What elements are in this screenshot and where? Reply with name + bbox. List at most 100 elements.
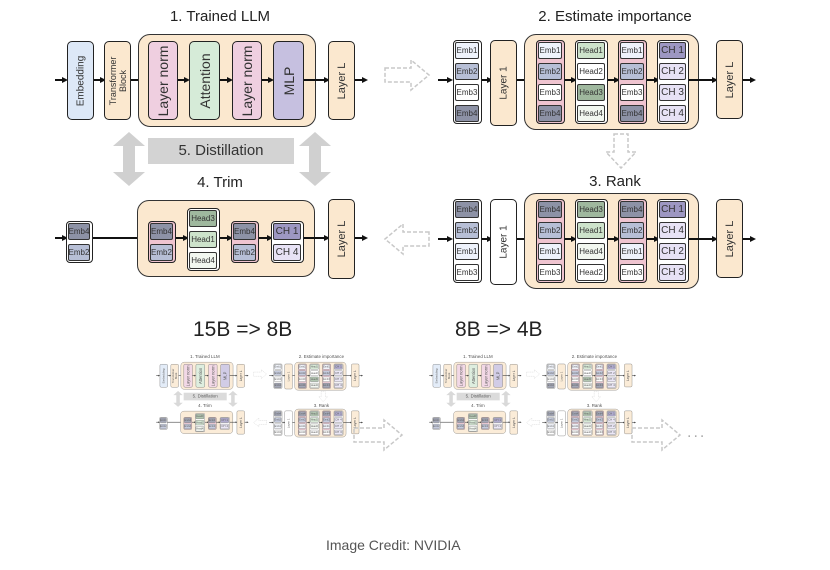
- mini2-s3-in-arrowhead-icon: [544, 421, 547, 424]
- iteration-1-label: 15B => 8B: [193, 318, 293, 341]
- mini1-s3-emb-column-cell: Emb2: [274, 417, 282, 423]
- s3-emb-inner-2-cell: Emb1: [620, 243, 644, 260]
- s3-heads-cell: Head2: [577, 264, 605, 281]
- s3-emb-inner-2-cell: Emb4: [620, 201, 644, 218]
- mini1-s3-heads-cell: Head3: [310, 411, 319, 417]
- s4-channels-cell: CH 1: [273, 223, 301, 240]
- mini2-s2-emb-column-cell: Emb3: [547, 376, 555, 382]
- s2-a3-line: [565, 79, 572, 81]
- s3-emb-inner-1-cell: Emb1: [538, 243, 562, 260]
- s3-emb-inner-2-cell: Emb2: [620, 222, 644, 239]
- mini2-s4-a4-arrowhead-icon: [491, 421, 494, 423]
- mini2-layer-l-block: Layer L: [509, 364, 518, 388]
- iteration-dashed-arrow-1-icon: [353, 418, 404, 452]
- mini1-s3-channels-cell: CH 3: [334, 429, 343, 435]
- mini2-s2-emb-inner-2-cell: Emb2: [595, 370, 603, 376]
- mini1-distillation-label: 5. Distillation: [192, 393, 218, 399]
- mini2-s3-a4-arrowhead-icon: [594, 421, 596, 424]
- s2-emb-inner-1-cell: Emb4: [538, 105, 562, 122]
- mini2-s2-layer-l-label: Layer L: [626, 370, 630, 381]
- mini2-s2-emb-inner-2-cell: Emb3: [595, 376, 603, 382]
- mini2-s4-emb-inner-2-cell: Emb4: [481, 417, 489, 423]
- step2-title: 2. Estimate importance: [538, 8, 692, 25]
- s3-emb-inner-2-cell: Emb3: [620, 264, 644, 281]
- mini1-s2-layer-l-label: Layer L: [353, 370, 357, 381]
- mini2-s1-in-arrowhead-icon: [431, 374, 434, 377]
- mini2-s3-heads-cell: Head4: [583, 423, 592, 429]
- mini2-s2-heads-cell: Head3: [583, 376, 592, 382]
- mini2-s3-emb-inner-1-cell: Emb3: [571, 429, 579, 435]
- mini1-s2-emb-inner-1-cell: Emb1: [298, 364, 306, 370]
- mini1-s2-emb-inner-2-cell: Emb2: [322, 370, 330, 376]
- s1-out-line: [355, 79, 363, 81]
- s3-emb-inner-1-cell: Emb3: [538, 264, 562, 281]
- s3-a4-line: [608, 238, 615, 240]
- mini1-s3-channels-cell: CH 1: [334, 411, 343, 417]
- mini1-s2-a4-arrowhead-icon: [321, 374, 323, 377]
- mini1-layer-norm-2: Layer norm: [208, 364, 218, 388]
- dashed-arrow-left-icon: [383, 222, 430, 256]
- mini2-step3-title: 3. Rank: [586, 403, 603, 409]
- mini2-s2-emb-inner-2-cell: Emb4: [595, 382, 603, 388]
- mini1-layer-norm-1: Layer norm: [183, 364, 193, 388]
- mini1-s3-emb-inner-1-cell: Emb1: [298, 423, 306, 429]
- s3-emb-column-cell: Emb2: [455, 222, 479, 239]
- attention-block: Attention: [189, 41, 220, 120]
- mini1-s3-emb-column-cell: Emb4: [274, 411, 282, 417]
- mini1-embedding-block-label: Embedding: [162, 368, 166, 384]
- s2-layer-1-label: Layer 1: [498, 66, 509, 100]
- mini1-s2-channels-cell: CH 4: [334, 382, 343, 388]
- mini1-s2-in-arrowhead-icon: [271, 374, 274, 377]
- layer-l-block-label: Layer L: [335, 62, 348, 99]
- mini1-s1-out-arrowhead-icon: [246, 374, 249, 377]
- mini2-s2-emb-inner-1-cell: Emb3: [571, 376, 579, 382]
- s2-out-line: [743, 79, 751, 81]
- mini2-s4-layer-l: Layer L: [509, 410, 518, 435]
- s4-a4-arrowhead-icon: [267, 234, 273, 241]
- mini2-dashed-arrow-down-icon: [591, 391, 602, 404]
- s3-emb-column-cell: Emb3: [455, 264, 479, 281]
- mini2-s2-channels-cell: CH 3: [607, 376, 616, 382]
- mini1-s3-channels-cell: CH 4: [334, 417, 343, 423]
- mini2-layer-norm-1-label: Layer norm: [458, 365, 464, 387]
- s2-heads-cell: Head2: [577, 63, 605, 80]
- mini2-transformer-block-label: Transformer Block: [444, 368, 451, 383]
- mini2-s2-channels-cell: CH 4: [607, 382, 616, 388]
- mini2-distillation-double-arrow-right-icon: [501, 390, 511, 408]
- mini1-distillation-double-arrow-right-icon: [228, 390, 238, 408]
- mini1-s3-layer-1-label: Layer 1: [286, 418, 291, 429]
- mini2-step1-title: 1. Trained LLM: [463, 354, 493, 360]
- step3-title: 3. Rank: [589, 173, 641, 190]
- mini1-s3-heads-cell: Head4: [310, 423, 319, 429]
- mini2-s2-layer-1: Layer 1: [557, 363, 566, 390]
- mini1-s3-emb-inner-2-cell: Emb4: [322, 411, 330, 417]
- mini2-s3-emb-column-cell: Emb2: [547, 417, 555, 423]
- mini1-s3-emb-inner-2-cell: Emb1: [322, 423, 330, 429]
- mlp-block: MLP: [273, 41, 304, 120]
- mini2-s3-channels-cell: CH 1: [607, 411, 616, 417]
- mini2-s4-layer-l-label: Layer L: [511, 417, 516, 428]
- mini1-s4-emb-inner-1-cell: Emb4: [184, 417, 192, 423]
- mini1-s3-layer-1: Layer 1: [284, 410, 293, 437]
- s4-emb-column-cell: Emb4: [68, 223, 90, 240]
- s4-out-arrowhead-icon: [362, 234, 368, 241]
- mini2-s2-emb-column-cell: Emb1: [547, 364, 555, 370]
- mini2-s1-out-arrowhead-icon: [519, 374, 522, 377]
- mini2-layer-l-block-label: Layer L: [511, 370, 516, 382]
- mini1-dashed-arrow-right-icon: [253, 369, 267, 381]
- mini1-s3-emb-inner-2-cell: Emb2: [322, 417, 330, 423]
- embedding-block-label: Embedding: [75, 55, 86, 106]
- mini1-transformer-block: Transformer Block: [170, 364, 179, 388]
- s3-heads-cell: Head3: [577, 201, 605, 218]
